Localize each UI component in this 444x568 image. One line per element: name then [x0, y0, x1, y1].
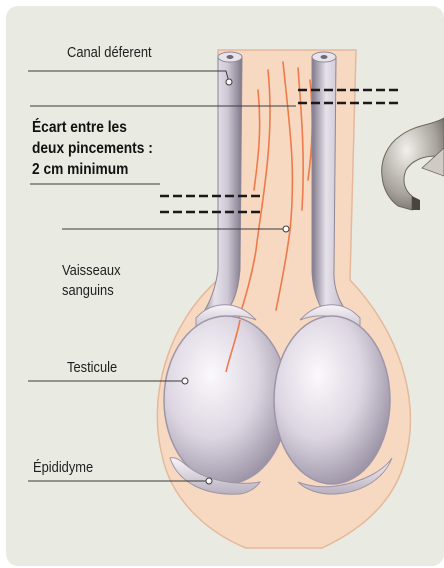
- label-ecart-line-2: deux pincements :: [32, 139, 153, 159]
- label-ecart-line-1: Écart entre les: [32, 118, 127, 138]
- forceps-tip-icon: [382, 118, 444, 210]
- label-testicule: Testicule: [67, 359, 117, 377]
- left-vas-deferens: [200, 52, 242, 318]
- right-testicle: [274, 316, 390, 484]
- label-epididyme: Épididyme: [33, 459, 93, 477]
- label-canal-deferent: Canal déferent: [67, 44, 152, 62]
- label-vaisseaux-line-1: Vaisseaux: [62, 262, 121, 280]
- label-vaisseaux-line-2: sanguins: [62, 282, 114, 300]
- left-testicle: [164, 316, 288, 484]
- label-ecart-line-3: 2 cm minimum: [32, 160, 128, 180]
